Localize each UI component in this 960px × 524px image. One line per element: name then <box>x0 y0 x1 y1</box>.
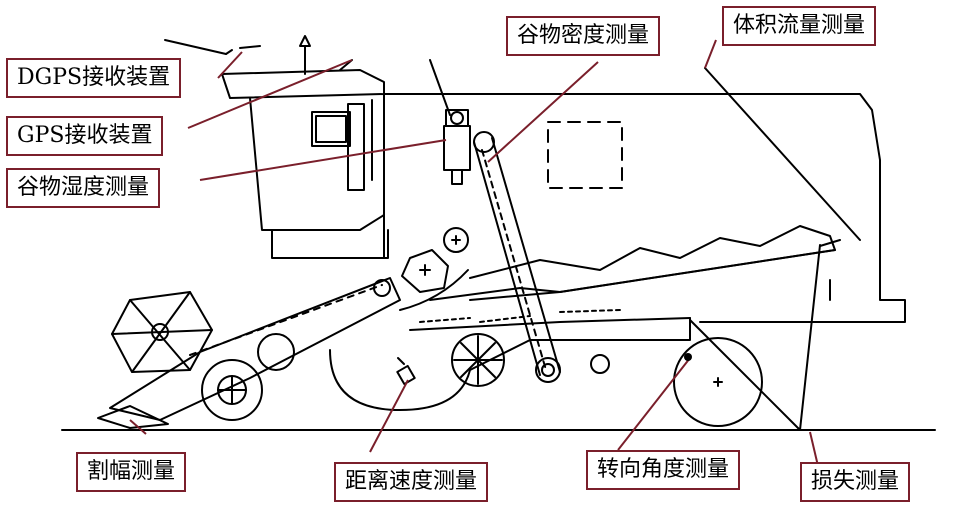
steering-sensor-dot <box>684 353 692 361</box>
gps-antenna-mast <box>299 35 311 75</box>
label-density: 谷物密度测量 <box>506 16 661 56</box>
moisture-sensor <box>443 109 471 185</box>
rear-wheel <box>673 337 763 427</box>
label-loss: 损失测量 <box>800 462 911 502</box>
label-humidity: 谷物湿度测量 <box>6 168 161 208</box>
grain-elevator <box>473 131 561 383</box>
leader-speed <box>369 379 409 453</box>
grain-tank <box>383 93 906 323</box>
cab-roof <box>221 69 385 99</box>
small-cog <box>443 227 469 253</box>
leader-density <box>487 61 599 163</box>
cutter-bar <box>97 405 169 429</box>
cab-window <box>311 111 351 147</box>
beater <box>401 249 449 293</box>
leader-gps <box>187 59 353 129</box>
label-cutting-width: 割幅测量 <box>76 452 187 492</box>
leader-humidity <box>199 139 447 181</box>
leader-steering <box>617 357 691 451</box>
speed-sensor <box>396 364 416 386</box>
dgps-antenna <box>164 39 261 55</box>
concave <box>399 269 469 311</box>
label-flow: 体积流量测量 <box>722 6 877 46</box>
label-steering-angle: 转向角度测量 <box>586 450 741 490</box>
chassis <box>329 317 691 411</box>
front-wheel <box>201 359 263 421</box>
label-dgps: DGPS接收装置 <box>6 58 182 98</box>
leader-loss <box>809 431 819 467</box>
tank-opening <box>547 121 623 189</box>
label-gps: GPS接收装置 <box>6 116 164 156</box>
label-distance-speed: 距离速度测量 <box>334 462 489 502</box>
reel <box>111 291 213 373</box>
cleaning-fan <box>451 333 505 387</box>
feeder-house <box>109 277 401 421</box>
leader-flow <box>704 39 717 69</box>
leader-dgps <box>217 51 243 79</box>
leader-cutting <box>129 419 147 435</box>
